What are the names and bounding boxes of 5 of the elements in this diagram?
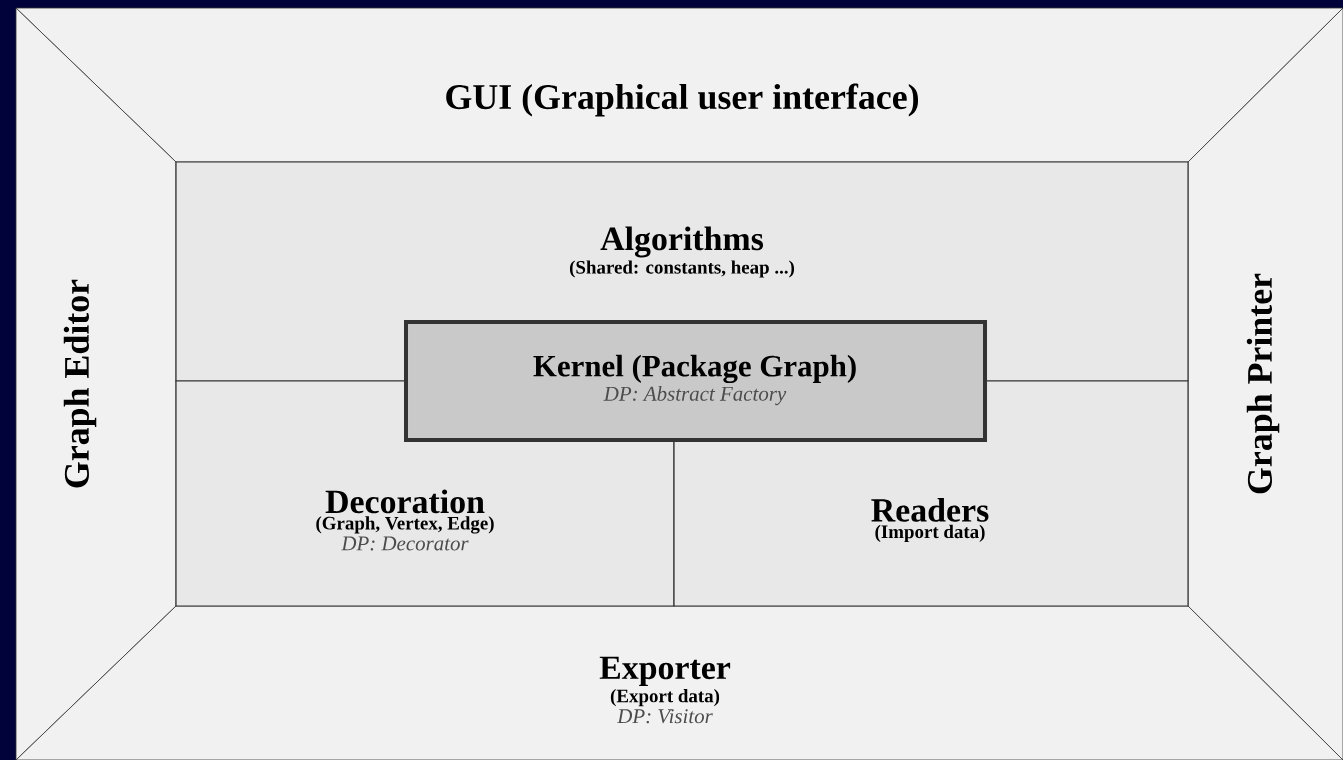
highlighted-box: Kernel (Package Graph) DP: Abstract Factory	[404, 320, 987, 442]
trapezoid-panel: GUI (Graphical user interface)	[15, 7, 1343, 163]
trapezoid-panel: Exporter (Export data) DP: Visitor	[15, 605, 1343, 760]
trapezoid-panel: Graph Editor	[15, 7, 177, 760]
trapezoid-panel: Graph Printer	[1187, 7, 1343, 760]
